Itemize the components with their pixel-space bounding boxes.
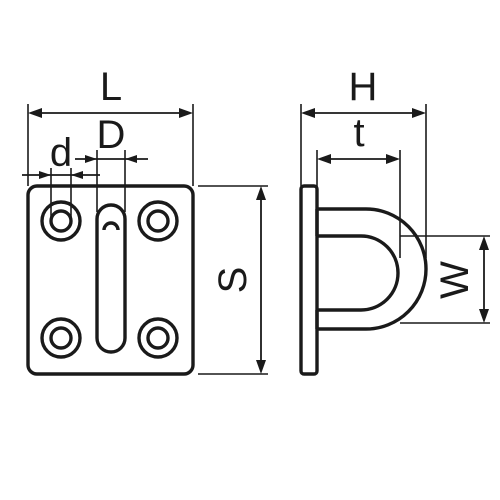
mounting-hole-top-left xyxy=(40,200,82,242)
label-D: D xyxy=(97,113,126,157)
dimension-D: D xyxy=(75,113,148,212)
dimension-L: L xyxy=(27,65,194,186)
label-H: H xyxy=(349,65,378,109)
front-view: L D d S xyxy=(22,65,268,376)
mounting-hole-top-right xyxy=(137,200,179,242)
label-S: S xyxy=(211,267,255,294)
label-W: W xyxy=(433,261,477,299)
side-view: H t W xyxy=(299,65,490,376)
base-plate-outline xyxy=(26,184,195,376)
mounting-hole-bottom-left xyxy=(40,317,82,359)
dimension-t: t xyxy=(316,111,401,258)
eye-loop-inner-arc xyxy=(102,221,120,231)
dimension-W: W xyxy=(400,235,490,324)
eye-loop-slot xyxy=(95,203,127,354)
mounting-hole-bottom-right xyxy=(137,317,179,359)
dimension-H: H xyxy=(300,65,427,258)
dimension-d: d xyxy=(22,131,100,221)
u-loop-inner xyxy=(317,234,400,312)
u-loop-outer xyxy=(317,207,428,331)
side-plate-outline xyxy=(299,184,319,376)
label-d: d xyxy=(50,131,72,175)
label-t: t xyxy=(353,111,364,155)
dimension-S: S xyxy=(198,185,268,375)
label-L: L xyxy=(100,65,122,109)
